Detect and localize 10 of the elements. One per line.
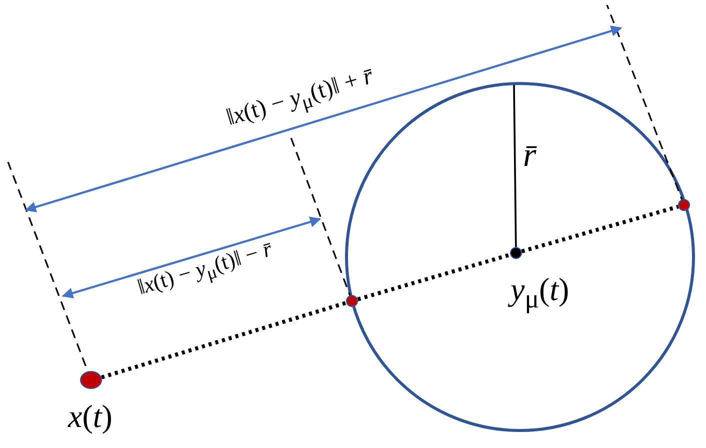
dotted-line (521, 204, 679, 254)
radius-line (513, 84, 517, 248)
centre-point (510, 247, 522, 259)
dotted-line (100, 300, 347, 380)
dimension-label: ‖x(t) − y$_{μ}$(t)‖ + r̄ (223, 63, 377, 134)
dotted-line (357, 252, 511, 302)
dimension-label: ‖x(t) − y$_{μ}$(t)‖ − r̄ (134, 236, 276, 302)
point-label: x(t) (68, 398, 112, 434)
edge-label: r̄ (522, 137, 536, 175)
point-marker (80, 371, 102, 389)
